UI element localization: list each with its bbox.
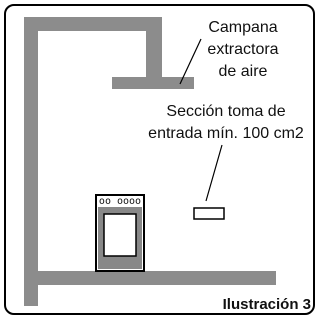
hood-label-line-1: Campana <box>208 19 278 36</box>
left-wall <box>24 17 38 306</box>
inlet-label-line-1: Sección toma de <box>166 103 286 120</box>
hood-label: Campana extractora de aire <box>190 17 296 83</box>
air-inlet-icon <box>193 207 225 220</box>
floor <box>24 271 276 285</box>
rounded-frame <box>4 4 315 315</box>
inlet-label-line-2: entrada mín. 100 cm2 <box>148 125 304 142</box>
top-wall <box>24 17 162 31</box>
inlet-label: Sección toma de entrada mín. 100 cm2 <box>138 101 314 145</box>
stove-burner-marks: oo oooo <box>99 196 141 207</box>
hood-leader-line <box>179 38 202 85</box>
hood-label-line-3: de aire <box>218 63 268 80</box>
hood-label-line-2: extractora <box>207 41 279 58</box>
hood-duct <box>146 17 162 83</box>
illustration-caption: Ilustración 3 <box>222 296 311 313</box>
extractor-hood <box>112 77 194 89</box>
inlet-leader-line <box>205 144 223 202</box>
oven-window <box>103 213 137 257</box>
